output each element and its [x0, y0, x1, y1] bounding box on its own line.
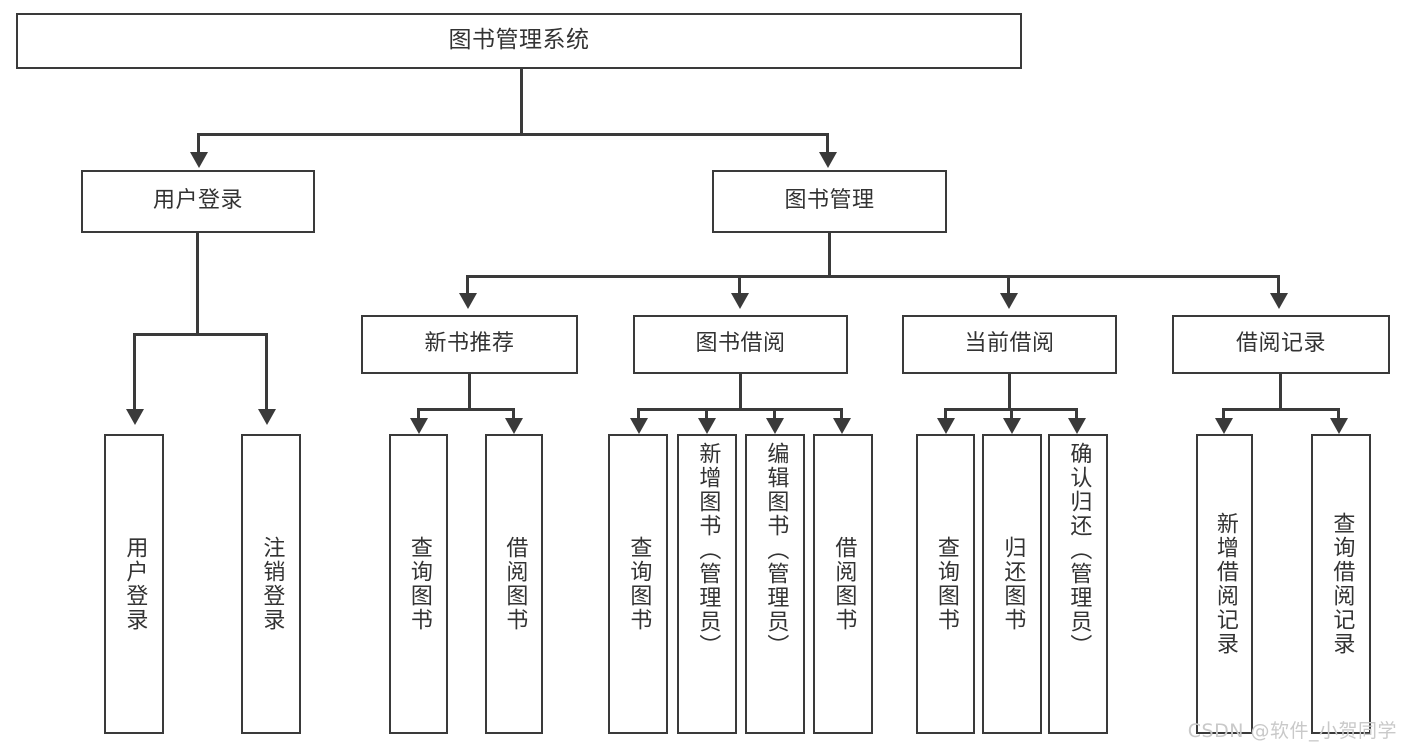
connector-level3-leg-2 — [738, 275, 741, 295]
leaf-book-borrow-borrow-book[interactable]: 借阅图书 — [813, 434, 873, 734]
arrow-to-leaf-borrow-book-2 — [833, 418, 851, 434]
connector-book-borrow-stem — [739, 374, 742, 410]
leaf-new-book-query-book[interactable]: 查询图书 — [389, 434, 448, 734]
connector-level3-leg-4 — [1277, 275, 1280, 295]
connector-root-bus — [197, 133, 829, 136]
arrow-to-new-book-recommend — [459, 293, 477, 309]
leaf-book-borrow-add-book[interactable]: 新增图书（管理员） — [677, 434, 737, 734]
connector-book-borrow-leg-3 — [773, 408, 776, 420]
connector-borrow-record-stem — [1279, 374, 1282, 410]
connector-user-login-stem — [196, 233, 199, 335]
node-book-management[interactable]: 图书管理 — [712, 170, 947, 233]
connector-book-borrow-leg-2 — [705, 408, 708, 420]
connector-borrow-record-bus — [1222, 408, 1340, 411]
connector-root-stem — [520, 69, 523, 135]
connector-user-login-leg-1 — [133, 333, 136, 411]
connector-user-login-bus — [133, 333, 268, 336]
connector-current-borrow-leg-2 — [1010, 408, 1013, 420]
leaf-add-borrow-record[interactable]: 新增借阅记录 — [1196, 434, 1253, 734]
connector-book-borrow-bus — [637, 408, 843, 411]
arrow-to-leaf-add-borrow-record — [1215, 418, 1233, 434]
arrow-to-borrow-record — [1270, 293, 1288, 309]
arrow-to-leaf-add-book — [698, 418, 716, 434]
arrow-to-leaf-query-borrow-record — [1330, 418, 1348, 434]
arrow-to-book-borrow — [731, 293, 749, 309]
leaf-book-borrow-query-book[interactable]: 查询图书 — [608, 434, 668, 734]
leaf-logout[interactable]: 注销登录 — [241, 434, 301, 734]
connector-root-leg-left — [197, 133, 200, 154]
arrow-to-leaf-user-login — [126, 409, 144, 425]
connector-current-borrow-leg-3 — [1075, 408, 1078, 420]
connector-current-borrow-stem — [1008, 374, 1011, 410]
leaf-current-borrow-return-book[interactable]: 归还图书 — [982, 434, 1042, 734]
node-book-borrow[interactable]: 图书借阅 — [633, 315, 848, 374]
arrow-to-current-borrow — [1000, 293, 1018, 309]
arrow-to-leaf-borrow-book-1 — [505, 418, 523, 434]
connector-level3-leg-3 — [1007, 275, 1010, 295]
connector-level3-leg-1 — [466, 275, 469, 295]
arrow-to-leaf-query-book-1 — [410, 418, 428, 434]
arrow-to-leaf-edit-book — [766, 418, 784, 434]
arrow-to-book-management — [819, 152, 837, 168]
arrow-to-leaf-return-book — [1003, 418, 1021, 434]
connector-level3-bus — [466, 275, 1280, 278]
connector-borrow-record-leg-1 — [1222, 408, 1225, 420]
connector-new-book-leg-1 — [417, 408, 420, 420]
csdn-watermark: CSDN @软件_小贺同学 — [1187, 720, 1397, 742]
node-borrow-record[interactable]: 借阅记录 — [1172, 315, 1390, 374]
arrow-to-leaf-query-book-3 — [937, 418, 955, 434]
connector-root-leg-right — [826, 133, 829, 154]
node-root-book-management-system[interactable]: 图书管理系统 — [16, 13, 1022, 69]
connector-borrow-record-leg-2 — [1337, 408, 1340, 420]
connector-current-borrow-leg-1 — [944, 408, 947, 420]
leaf-book-borrow-edit-book[interactable]: 编辑图书（管理员） — [745, 434, 805, 734]
connector-new-book-bus — [417, 408, 515, 411]
connector-book-borrow-leg-4 — [840, 408, 843, 420]
arrow-to-leaf-query-book-2 — [630, 418, 648, 434]
connector-book-management-stem — [828, 233, 831, 277]
arrow-to-leaf-confirm-return — [1068, 418, 1086, 434]
arrow-to-leaf-logout — [258, 409, 276, 425]
node-user-login[interactable]: 用户登录 — [81, 170, 315, 233]
connector-new-book-stem — [468, 374, 471, 410]
connector-book-borrow-leg-1 — [637, 408, 640, 420]
leaf-current-borrow-query-book[interactable]: 查询图书 — [916, 434, 975, 734]
leaf-query-borrow-record[interactable]: 查询借阅记录 — [1311, 434, 1371, 734]
arrow-to-user-login — [190, 152, 208, 168]
connector-user-login-leg-2 — [265, 333, 268, 411]
node-current-borrow[interactable]: 当前借阅 — [902, 315, 1117, 374]
connector-new-book-leg-2 — [512, 408, 515, 420]
leaf-current-borrow-confirm-return[interactable]: 确认归还（管理员） — [1048, 434, 1108, 734]
leaf-new-book-borrow-book[interactable]: 借阅图书 — [485, 434, 543, 734]
leaf-user-login[interactable]: 用户登录 — [104, 434, 164, 734]
node-new-book-recommend[interactable]: 新书推荐 — [361, 315, 578, 374]
